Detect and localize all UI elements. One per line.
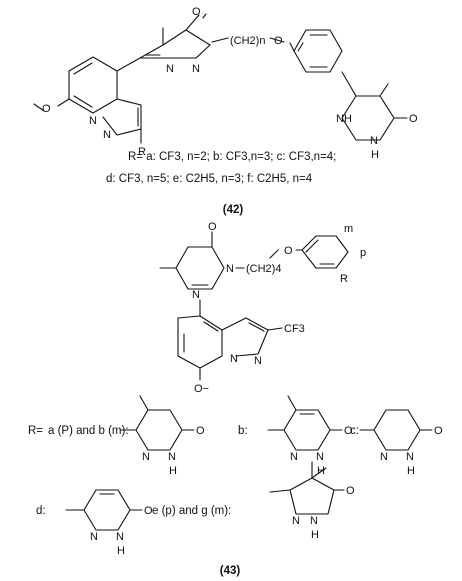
pyridazinone-ring-2 xyxy=(341,71,395,141)
methyl-and-carbonyl-1 xyxy=(162,14,200,46)
cf3-ominus-bonds-43 xyxy=(199,327,283,381)
compound-42-label: (42) xyxy=(223,204,244,216)
opt-d-h: H xyxy=(117,545,125,557)
carbonyl-double-1 xyxy=(202,13,207,19)
methyl-carbonyl-43 xyxy=(159,231,213,269)
compound-42-structure xyxy=(33,13,408,144)
o-phenyl-bond xyxy=(289,42,295,52)
opt-b-h: H xyxy=(317,465,325,477)
r-option-d-bonds xyxy=(65,493,143,511)
opt-c-h: H xyxy=(407,465,415,477)
pyrazole-n-43a: N xyxy=(230,353,238,365)
r-definition-line2: d: CF3, n=5; e: C2H5, n=3; f: C2H5, n=4 xyxy=(106,173,313,185)
pyridine-ring-43 xyxy=(177,315,223,369)
opt-c-o: O xyxy=(434,425,443,437)
compound-43-label: (43) xyxy=(220,565,241,577)
methoxy-o: O xyxy=(42,103,51,115)
pyrazole-n1: N xyxy=(89,115,97,127)
r-option-b-bonds xyxy=(267,395,343,431)
phenyl-double-1 xyxy=(297,34,328,68)
cf3-label-43: CF3 xyxy=(284,323,305,335)
methoxy-bonds xyxy=(33,98,70,112)
r-option-a-bonds xyxy=(119,395,195,431)
opt-d-o: O xyxy=(144,505,153,517)
ether-o-1: O xyxy=(274,35,283,47)
opt-b-n: N xyxy=(290,451,298,463)
pyrazole-n2: N xyxy=(103,129,111,141)
pyridine-ring xyxy=(68,56,118,114)
opt-b-o: O xyxy=(344,425,353,437)
carbonyl-o-2: O xyxy=(409,113,418,125)
pyrazole-double-43 xyxy=(248,322,265,332)
opt-a-h: H xyxy=(169,465,177,477)
opt-c-n: N xyxy=(380,451,388,463)
compound-43-structure xyxy=(65,231,433,531)
r-option-d-label: d: xyxy=(36,505,46,517)
r-option-b-ring xyxy=(283,409,331,451)
pyridazinone-ring-43 xyxy=(175,246,225,290)
r-option-eg-bonds xyxy=(269,461,345,493)
phenyl-double-43 xyxy=(305,239,335,265)
ring-n-43: N xyxy=(226,263,234,275)
chain-ch2n: (CH2)n xyxy=(230,35,265,47)
ring-h-2: H xyxy=(371,149,379,161)
carbonyl-o-1: O xyxy=(192,6,201,18)
opt-eg-o: O xyxy=(346,485,355,497)
r-option-c-ring xyxy=(373,409,421,451)
r-definition-line1: R= a: CF3, n=2; b: CF3,n=3; c: CF3,n=4; xyxy=(128,151,336,163)
r-option-eg-label: e (p) and g (m): xyxy=(152,505,231,517)
r-option-eg-ring xyxy=(289,477,335,515)
pyridazinone-n: N xyxy=(166,63,174,75)
r-option-c-label: c: xyxy=(350,425,359,437)
phenyl-ring-43 xyxy=(301,235,349,269)
pyridazinone-ring-1 xyxy=(139,29,211,59)
chain-ch2-4: (CH2)4 xyxy=(246,263,281,275)
opt-a-o: O xyxy=(196,425,205,437)
r-option-d-ring xyxy=(83,489,131,531)
opt-b-nh: N xyxy=(316,451,324,463)
r-option-b-label: b: xyxy=(238,425,248,437)
ring-n-2: N xyxy=(370,135,378,147)
opt-d-n: N xyxy=(90,531,98,543)
ring-nh-1: NH xyxy=(336,113,352,125)
substituent-r-43: R xyxy=(340,273,348,285)
methyl-carbonyl-2 xyxy=(379,83,408,119)
r-option-a-label: a (P) and b (m): xyxy=(48,425,129,437)
chain-43-bonds xyxy=(235,249,303,269)
opt-eg-nh: N xyxy=(310,515,318,527)
pyridine-double-43 xyxy=(183,321,219,353)
carbonyl-o-43: O xyxy=(208,221,217,233)
ominus-label: O− xyxy=(194,383,209,395)
para-label: p xyxy=(360,247,366,259)
opt-a-nh: N xyxy=(168,451,176,463)
pyridazinone-nn: N xyxy=(192,63,200,75)
substituent-r-42: R xyxy=(138,146,146,158)
chain-bonds xyxy=(211,37,285,43)
opt-eg-n: N xyxy=(292,515,300,527)
pyrazole-n-43b: N xyxy=(254,355,262,367)
phenyl-ring-1 xyxy=(293,29,343,73)
ether-o-43: O xyxy=(284,245,293,257)
pyrazole-ring-43 xyxy=(221,317,269,357)
r-prefix-43: R= xyxy=(28,425,43,437)
aryl-link-bond xyxy=(116,57,141,72)
opt-c-nh: N xyxy=(406,451,414,463)
opt-d-nh: N xyxy=(116,531,124,543)
opt-a-n: N xyxy=(142,451,150,463)
r-option-a-ring xyxy=(135,409,183,451)
meta-label: m xyxy=(344,223,353,235)
opt-eg-h: H xyxy=(311,529,319,541)
pyridine-double-bonds xyxy=(73,62,93,108)
ring-nn-43: N xyxy=(192,289,200,301)
